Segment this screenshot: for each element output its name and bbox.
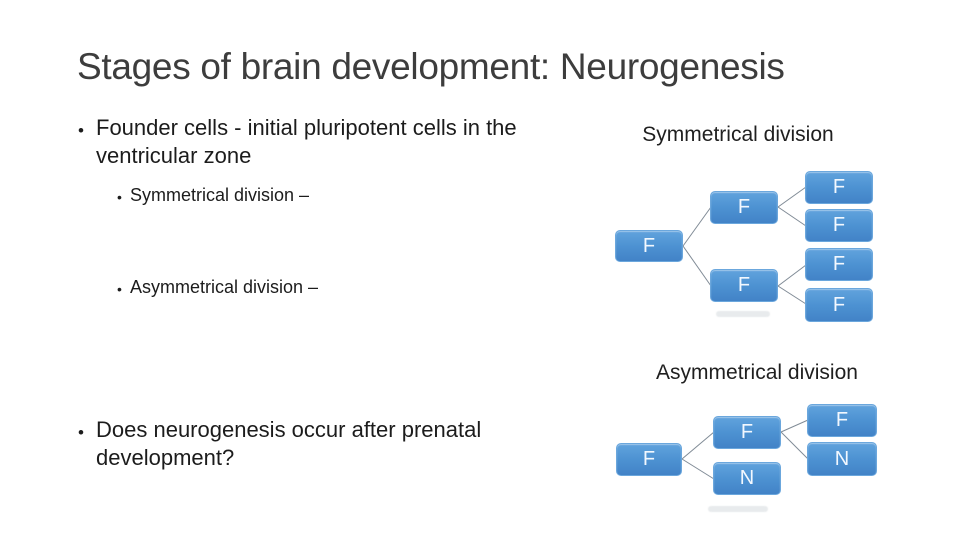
node-reflection xyxy=(716,311,770,317)
sym-level3-node: F xyxy=(805,171,873,204)
asym-level2-node: N xyxy=(713,462,781,495)
sym-level2-node: F xyxy=(710,191,778,224)
bullet-dot: • xyxy=(117,189,122,205)
bullet-question: • Does neurogenesis occur after prenatal… xyxy=(78,416,578,472)
asym-level2-node: F xyxy=(713,416,781,449)
sym-level2-node: F xyxy=(710,269,778,302)
node-reflection xyxy=(708,506,768,512)
symmetrical-division-label: Symmetrical division xyxy=(642,123,834,146)
bullet-dot: • xyxy=(78,423,84,442)
bullet-dot: • xyxy=(78,121,84,140)
bullet-dot: • xyxy=(117,281,122,297)
sym-root-node: F xyxy=(615,230,683,262)
bullet-founder-cells-text: Founder cells - initial pluripotent cell… xyxy=(96,115,517,168)
bullet-asymmetrical-division: • Asymmetrical division – xyxy=(117,276,537,300)
sym-level3-node: F xyxy=(805,248,873,281)
bullet-asymmetrical-division-text: Asymmetrical division – xyxy=(130,277,319,297)
bullet-symmetrical-division-text: Symmetrical division – xyxy=(130,185,310,205)
asym-level3-node: F xyxy=(807,404,877,437)
sym-level3-node: F xyxy=(805,209,873,242)
slide-title: Stages of brain development: Neurogenesi… xyxy=(77,46,785,87)
bullet-founder-cells: • Founder cells - initial pluripotent ce… xyxy=(78,114,578,170)
bullet-symmetrical-division: • Symmetrical division – xyxy=(117,184,537,208)
sym-level3-node: F xyxy=(805,288,873,322)
bullet-question-text: Does neurogenesis occur after prenatal d… xyxy=(96,417,482,470)
asym-level3-node: N xyxy=(807,442,877,476)
asymmetrical-division-label: Asymmetrical division xyxy=(656,361,858,384)
asym-root-node: F xyxy=(616,443,682,476)
